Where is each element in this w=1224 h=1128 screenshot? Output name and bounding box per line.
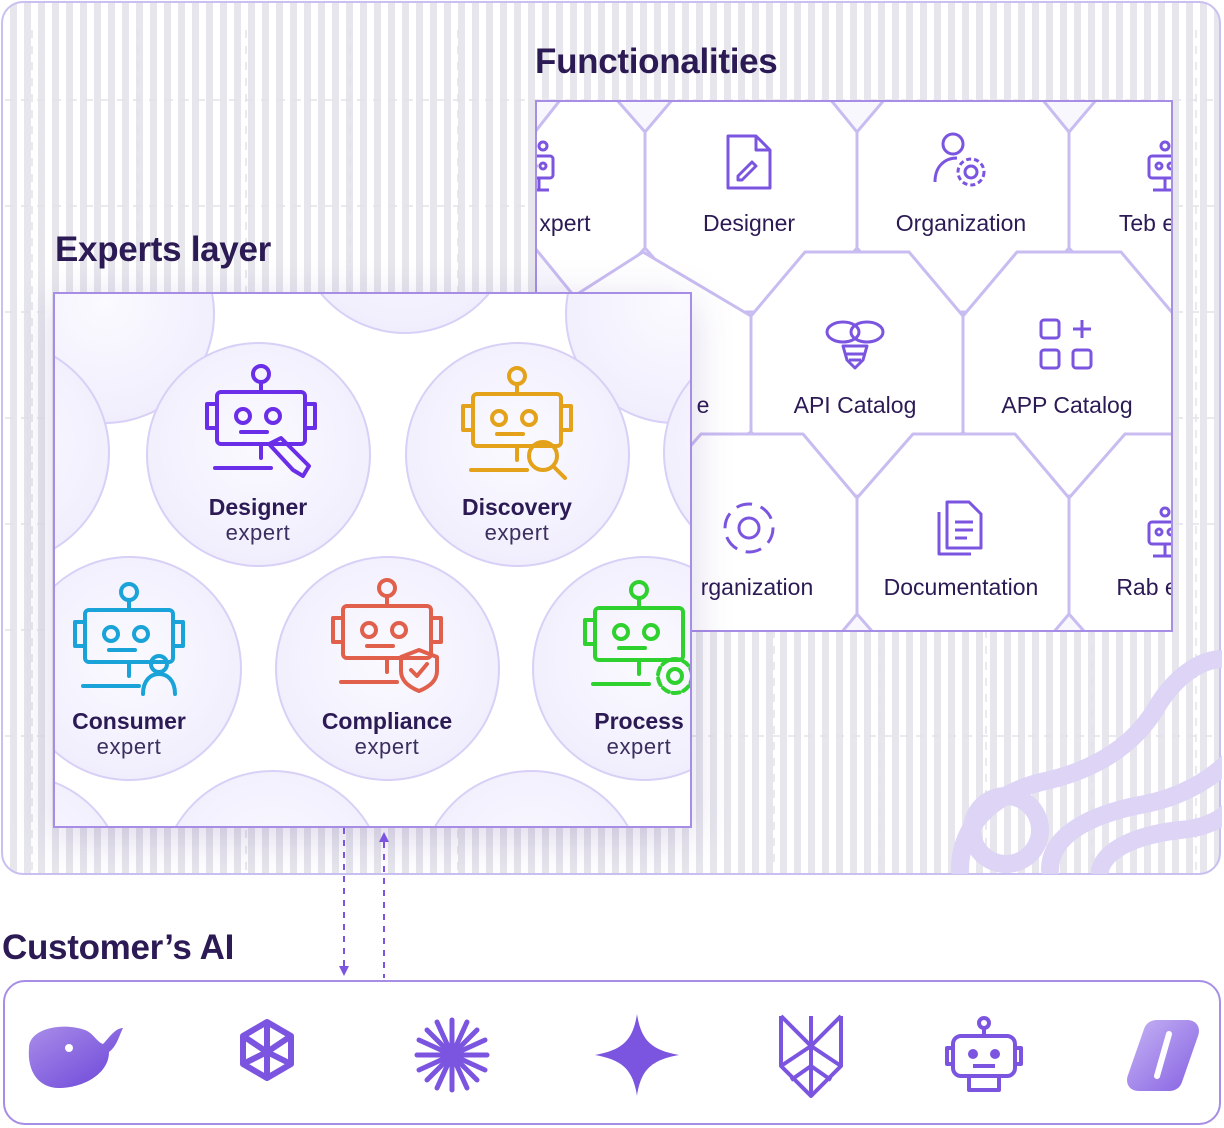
robot-icon bbox=[1147, 140, 1171, 192]
arrow-up-icon bbox=[379, 832, 389, 842]
robot-icon bbox=[537, 140, 555, 192]
hex-label[interactable]: Rab e bbox=[1116, 574, 1173, 600]
expert-card-designer[interactable] bbox=[146, 342, 371, 567]
openai-logo-icon[interactable] bbox=[227, 1014, 307, 1094]
document-edit-icon bbox=[726, 134, 772, 190]
hex-label[interactable]: Documentation bbox=[883, 574, 1039, 600]
experts-layer-heading: Experts layer bbox=[55, 230, 271, 269]
expert-card-discovery[interactable] bbox=[405, 342, 630, 567]
expert-title: Compliance bbox=[321, 708, 453, 734]
robot-icon bbox=[1147, 506, 1171, 558]
hex-label[interactable]: xpert bbox=[539, 210, 591, 236]
decorative-circle bbox=[419, 770, 644, 826]
expert-subtitle: expert bbox=[354, 734, 420, 759]
user-gear-icon bbox=[933, 132, 986, 187]
hex-label[interactable]: Teb e bbox=[1118, 210, 1173, 236]
arrow-lattice-logo-icon[interactable] bbox=[777, 1012, 845, 1098]
expert-title: Designer bbox=[208, 494, 308, 520]
sparkle-logo-icon[interactable] bbox=[595, 1014, 679, 1096]
expert-title: Discovery bbox=[462, 494, 572, 520]
arrow-down-icon bbox=[339, 966, 349, 976]
robot-magnifier-icon bbox=[461, 366, 573, 480]
functionalities-panel: xpert Designer Organization Teb e e API … bbox=[535, 100, 1173, 632]
apps-grid-icon bbox=[1039, 318, 1093, 370]
hex-label[interactable]: e bbox=[696, 392, 710, 418]
copilot-logo-icon[interactable] bbox=[1123, 1016, 1203, 1094]
expert-subtitle: expert bbox=[484, 520, 550, 545]
bee-icon bbox=[825, 320, 885, 370]
expert-title: Process bbox=[594, 708, 684, 734]
functionalities-heading: Functionalities bbox=[535, 42, 778, 81]
robot-gear-icon bbox=[583, 580, 690, 695]
expert-title: Consumer bbox=[72, 708, 186, 734]
expert-subtitle: expert bbox=[96, 734, 162, 759]
experts-panel: Designer expert Discovery expert Consume… bbox=[53, 292, 692, 828]
orbit-icon bbox=[723, 502, 775, 554]
connection-arrows bbox=[339, 828, 389, 978]
customers-ai-bar bbox=[3, 980, 1221, 1125]
decorative-circle bbox=[295, 294, 515, 334]
documents-icon bbox=[937, 500, 983, 556]
mascot-watermark-icon bbox=[951, 650, 1222, 874]
expert-subtitle: expert bbox=[606, 734, 672, 759]
robot-shield-icon bbox=[331, 578, 443, 693]
whale-logo-icon[interactable] bbox=[23, 1018, 127, 1092]
decorative-circle bbox=[160, 770, 385, 826]
hex-label[interactable]: Organization bbox=[895, 210, 1027, 236]
expert-card-consumer[interactable] bbox=[55, 556, 242, 781]
robot-pencil-icon bbox=[205, 364, 317, 478]
hex-label[interactable]: rganization bbox=[700, 574, 814, 600]
customers-ai-heading: Customer’s AI bbox=[2, 928, 235, 967]
expert-subtitle: expert bbox=[225, 520, 291, 545]
hex-label[interactable]: APP Catalog bbox=[1001, 392, 1133, 418]
starburst-logo-icon[interactable] bbox=[413, 1016, 491, 1094]
decorative-circle bbox=[55, 774, 125, 826]
hex-label[interactable]: API Catalog bbox=[793, 392, 917, 418]
hex-label[interactable]: Designer bbox=[702, 210, 796, 236]
robot-logo-icon[interactable] bbox=[943, 1016, 1025, 1094]
robot-users-icon bbox=[73, 582, 185, 696]
